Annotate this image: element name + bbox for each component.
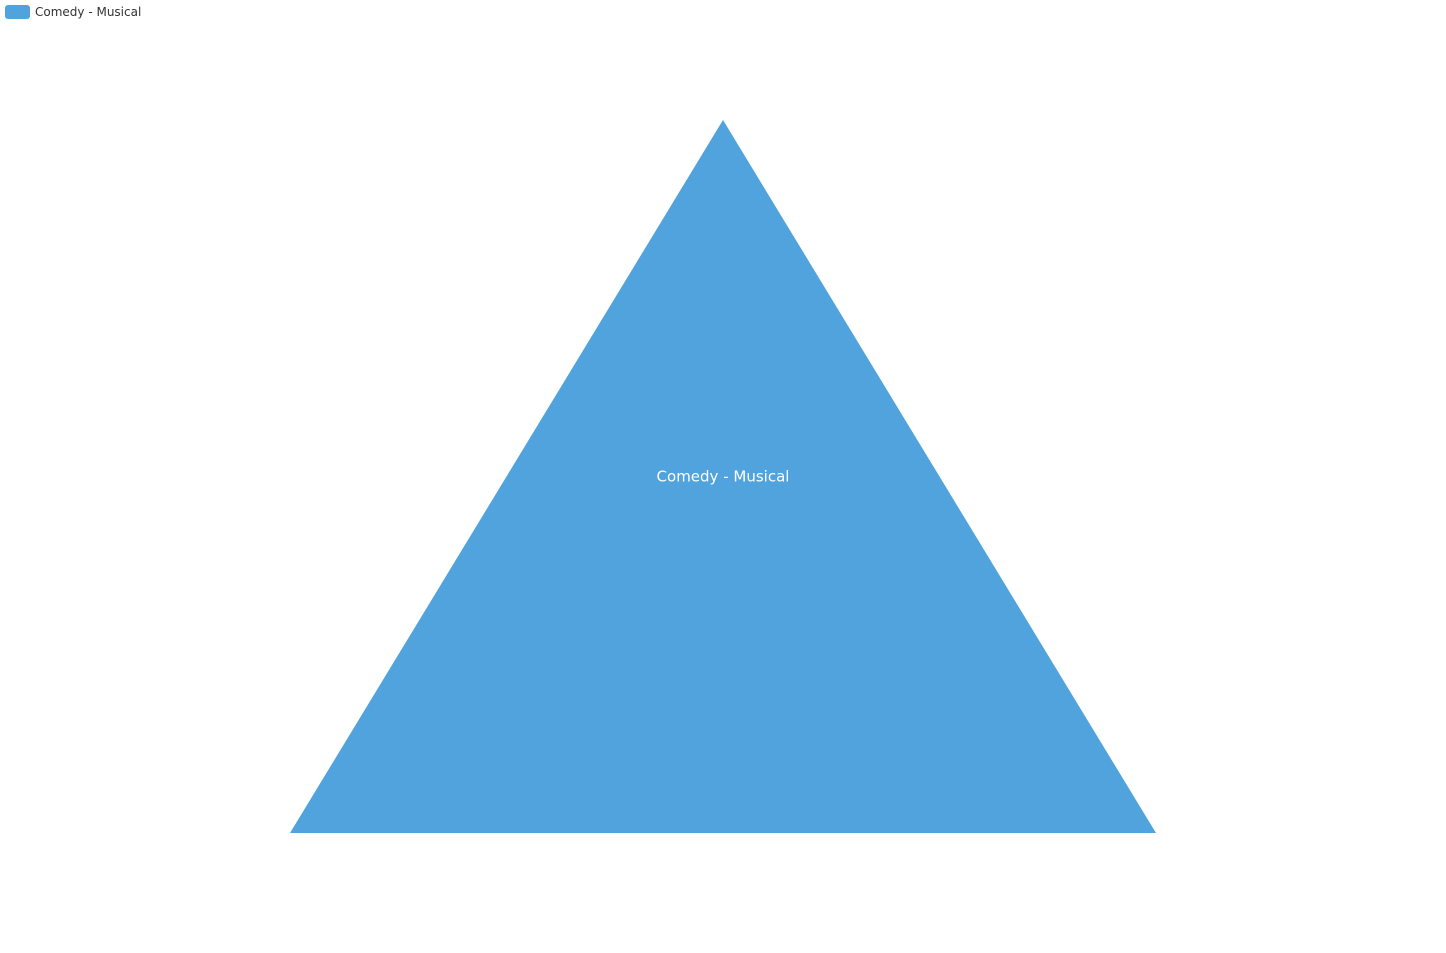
funnel-slice[interactable] xyxy=(290,120,1156,833)
slice-label: Comedy - Musical xyxy=(657,468,790,486)
legend[interactable]: Comedy - Musical xyxy=(5,5,141,19)
legend-swatch xyxy=(5,5,30,19)
legend-label: Comedy - Musical xyxy=(35,5,142,19)
